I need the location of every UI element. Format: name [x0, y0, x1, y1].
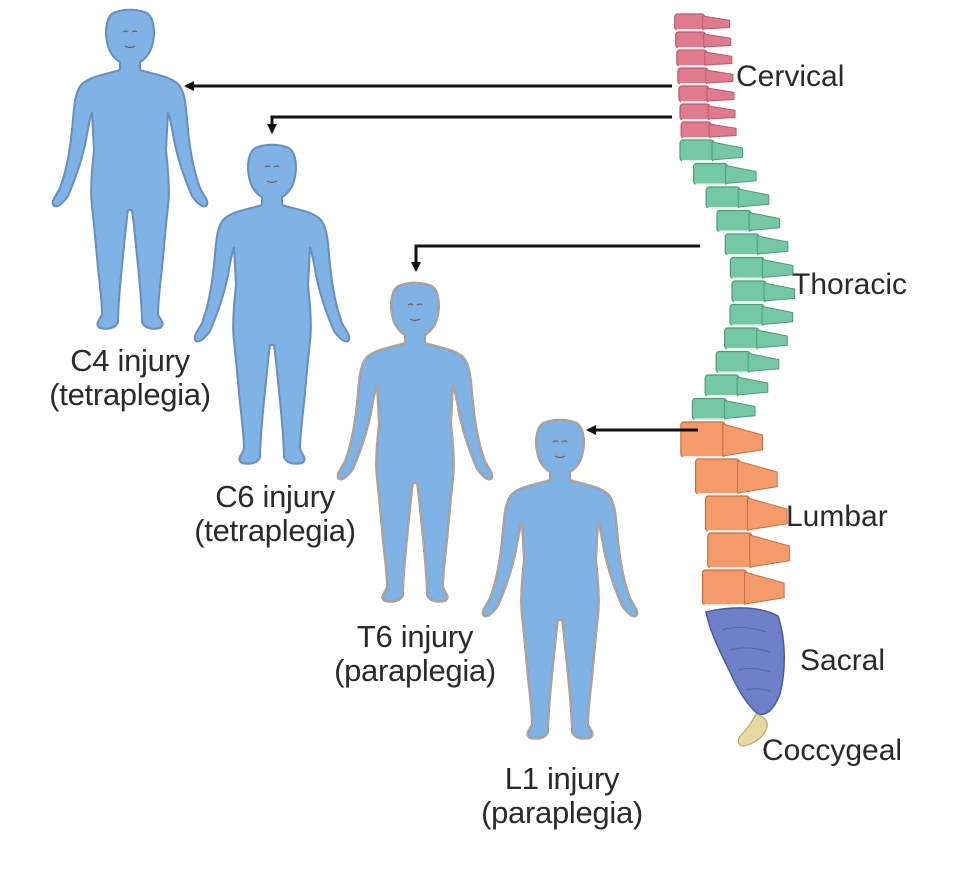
label-c4-type: (tetraplegia) — [49, 377, 211, 412]
label-c6: C6 injury (tetraplegia) — [160, 480, 390, 548]
lumbar-vertebra — [680, 421, 763, 459]
label-t6-type: (paraplegia) — [334, 653, 496, 688]
region-sacral: Sacral — [800, 644, 886, 677]
cervical-vertebra — [678, 85, 735, 104]
label-c6-type: (tetraplegia) — [194, 513, 356, 548]
thoracic-vertebra — [731, 280, 796, 304]
region-cervical: Cervical — [736, 60, 845, 93]
lumbar-vertebrae — [680, 421, 790, 607]
face-icon — [552, 440, 568, 459]
thoracic-vertebra — [692, 162, 757, 187]
thoracic-vertebra — [716, 209, 781, 234]
thoracic-vertebrae — [679, 139, 796, 422]
figure-t6 — [336, 281, 494, 603]
thoracic-vertebra — [679, 139, 744, 163]
cervical-vertebra — [675, 31, 732, 50]
cervical-vertebra — [676, 49, 733, 68]
thoracic-vertebra — [691, 397, 756, 422]
thoracic-vertebra — [729, 256, 794, 281]
region-lumbar: Lumbar — [786, 500, 888, 533]
cervical-vertebra — [674, 13, 731, 32]
spine — [674, 13, 796, 747]
thoracic-vertebra — [724, 327, 788, 351]
cervical-vertebra — [677, 67, 734, 86]
face-icon — [264, 165, 280, 184]
label-l1: L1 injury (paraplegia) — [452, 762, 672, 830]
thoracic-vertebra — [704, 374, 769, 398]
cervical-vertebra — [679, 103, 736, 122]
face-icon — [122, 30, 138, 49]
coccyx — [737, 713, 768, 747]
label-t6-injury: T6 injury — [356, 619, 474, 654]
region-coccygeal: Coccygeal — [762, 734, 903, 767]
lumbar-vertebra — [704, 495, 788, 533]
thoracic-vertebra — [705, 186, 770, 210]
face-icon — [407, 303, 423, 322]
label-c6-injury: C6 injury — [215, 479, 335, 514]
thoracic-vertebra — [729, 303, 794, 328]
lumbar-vertebra — [707, 532, 790, 570]
figure-c4 — [51, 8, 209, 330]
sacrum — [705, 607, 786, 716]
thoracic-vertebra — [715, 350, 780, 375]
label-t6: T6 injury (paraplegia) — [305, 620, 525, 688]
arrow-c6 — [267, 115, 672, 134]
label-l1-type: (paraplegia) — [481, 795, 643, 830]
lumbar-vertebra — [694, 458, 778, 496]
arrows — [184, 81, 700, 435]
label-c4-injury: C4 injury — [70, 343, 190, 378]
region-thoracic: Thoracic — [792, 268, 908, 301]
arrow-t6 — [411, 244, 700, 272]
label-c4: C4 injury (tetraplegia) — [20, 344, 240, 412]
lumbar-vertebra — [701, 569, 785, 607]
cervical-vertebrae — [674, 13, 737, 140]
figure-l1 — [481, 418, 639, 740]
cervical-vertebra — [680, 121, 737, 140]
label-l1-injury: L1 injury — [504, 761, 620, 796]
thoracic-vertebra — [724, 233, 789, 257]
figure-c6 — [193, 143, 351, 465]
